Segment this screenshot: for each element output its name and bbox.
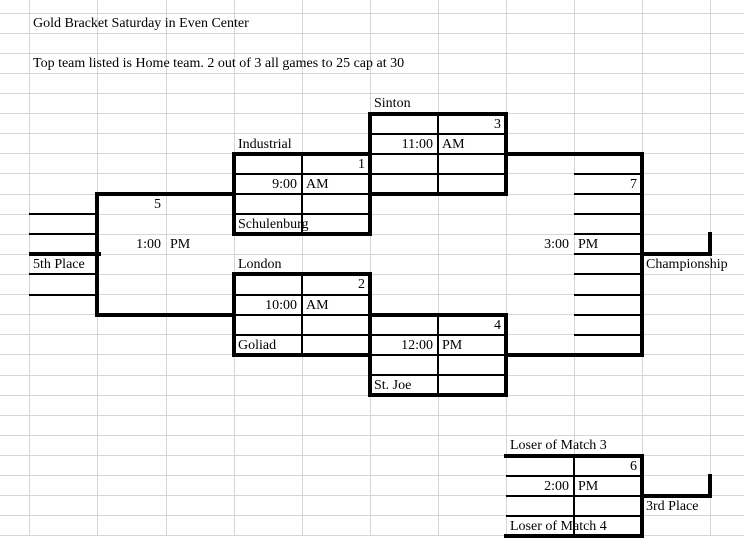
m1-bottom-team-cell: Schulenburg [238, 217, 309, 233]
v-gridline [165, 0, 167, 536]
bracket-slot-line [29, 213, 97, 216]
h-gridline [0, 294, 744, 296]
m2-time-cell: 10:00 [265, 297, 297, 313]
championship-label-cell: Championship [646, 257, 728, 273]
m6-number-cell: 6 [630, 458, 637, 474]
bracket-slot-line [574, 233, 642, 236]
bracket-slot-line [29, 273, 97, 276]
bracket-slot-line [29, 233, 97, 236]
m1-time-cell: 9:00 [272, 176, 297, 192]
h-gridline [0, 434, 744, 436]
bracket-divider-line [301, 274, 303, 355]
m2-number-cell: 2 [358, 277, 365, 293]
m4-time-cell: 12:00 [401, 337, 433, 353]
h-gridline [0, 213, 744, 215]
v-gridline [28, 0, 30, 536]
bracket-divider-line [437, 314, 439, 396]
bracket-slot-line [574, 313, 642, 316]
m5-time-cell: 1:00 [136, 237, 161, 253]
v-gridline [573, 0, 575, 536]
m6-meridiem-cell: PM [578, 478, 599, 494]
h-gridline [0, 515, 744, 517]
h-gridline [0, 414, 744, 416]
bracket-divider-line [301, 153, 303, 235]
h-gridline [0, 475, 744, 477]
m3-top-team-cell: Sinton [374, 96, 411, 112]
m2-top-team-cell: London [238, 257, 282, 273]
v-gridline [437, 0, 439, 536]
m1-number-cell: 1 [358, 156, 365, 172]
bracket-slot-line [574, 333, 642, 336]
m6-bottom-team-cell: Loser of Match 4 [510, 518, 607, 534]
h-gridline [0, 12, 744, 14]
h-gridline [0, 32, 744, 34]
m5-meridiem-cell: PM [170, 237, 191, 253]
fifth-place-label-cell: 5th Place [33, 257, 85, 273]
bracket-slot-line [29, 293, 97, 296]
subtitle-cell: Top team listed is Home team. 2 out of 3… [33, 56, 405, 72]
m4-number-cell: 4 [494, 317, 501, 333]
championship-winner-line [640, 232, 712, 257]
m7-meridiem-cell: PM [578, 237, 599, 253]
bracket-slot-line [574, 193, 642, 196]
m7-number-cell: 7 [630, 176, 637, 192]
bracket-slot-line [574, 273, 642, 276]
h-gridline [0, 92, 744, 94]
title-cell: Gold Bracket Saturday in Even Center [33, 16, 249, 31]
h-gridline [0, 535, 744, 537]
bracket-slot-line [574, 213, 642, 216]
bracket-divider-line [573, 455, 575, 536]
v-gridline [505, 0, 507, 536]
m5-number-cell: 5 [154, 197, 161, 213]
h-gridline [0, 495, 744, 497]
third-place-label-cell: 3rd Place [646, 498, 699, 514]
m4-bottom-team-cell: St. Joe [374, 378, 412, 394]
m3-number-cell: 3 [494, 116, 501, 132]
h-gridline [0, 52, 744, 54]
third-place-winner-line [640, 473, 712, 498]
h-gridline [0, 273, 744, 275]
bracket-slot-line [574, 253, 642, 256]
h-gridline [0, 253, 744, 255]
m4-meridiem-cell: PM [442, 337, 463, 353]
v-gridline [369, 0, 371, 536]
m1-top-team-cell: Industrial [238, 136, 292, 152]
m3-time-cell: 11:00 [401, 136, 433, 152]
m3-meridiem-cell: AM [442, 136, 465, 152]
m1-meridiem-cell: AM [306, 176, 329, 192]
v-gridline [233, 0, 235, 536]
m6-top-team-cell: Loser of Match 3 [510, 438, 607, 454]
h-gridline [0, 72, 744, 74]
fifth-place-winner-line [29, 252, 101, 257]
v-gridline [301, 0, 303, 536]
m7-time-cell: 3:00 [544, 237, 569, 253]
m2-meridiem-cell: AM [306, 297, 329, 313]
m6-time-cell: 2:00 [544, 478, 569, 494]
v-gridline [709, 0, 711, 536]
bracket-slot-line [574, 172, 642, 175]
bracket-divider-line [437, 113, 439, 195]
h-gridline [0, 455, 744, 457]
h-gridline [0, 233, 744, 235]
bracket-slot-line [574, 293, 642, 296]
m2-bottom-team-cell: Goliad [238, 337, 277, 353]
